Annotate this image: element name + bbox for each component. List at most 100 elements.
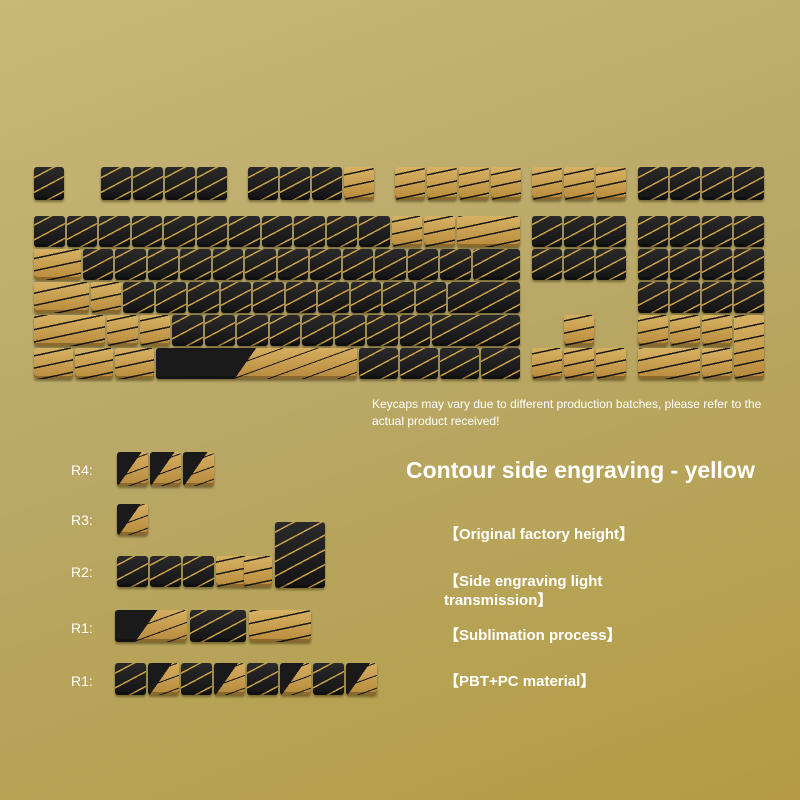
keycap xyxy=(734,282,764,313)
keycap xyxy=(155,282,187,313)
keycap xyxy=(277,249,309,280)
keycap xyxy=(670,282,700,313)
row-label-r1-a: R1: xyxy=(71,620,93,636)
keycap xyxy=(147,249,179,280)
keycap xyxy=(269,315,301,346)
keycap xyxy=(638,282,668,313)
keycap xyxy=(638,167,668,200)
keycap xyxy=(359,216,390,247)
keycap xyxy=(34,315,106,346)
keycap xyxy=(383,282,414,313)
keycap xyxy=(244,556,272,587)
keycap xyxy=(245,249,276,280)
keycap xyxy=(204,315,236,346)
keycap xyxy=(172,315,203,346)
keycap xyxy=(346,663,377,695)
row-label-r4: R4: xyxy=(71,462,93,478)
keycap xyxy=(247,663,278,695)
keycap xyxy=(229,216,260,247)
keycap xyxy=(133,167,163,200)
keycap xyxy=(395,167,425,200)
keycap xyxy=(734,216,764,247)
keycap xyxy=(248,167,278,200)
keycap xyxy=(212,249,244,280)
keycap xyxy=(165,167,195,200)
keycap xyxy=(197,167,227,200)
keycap xyxy=(275,522,325,588)
keycap xyxy=(155,348,357,379)
keycap xyxy=(216,556,247,587)
keycap xyxy=(237,315,268,346)
keycap xyxy=(638,216,668,247)
row-label-r3: R3: xyxy=(71,512,93,528)
keycap xyxy=(702,348,732,379)
keycap xyxy=(670,249,700,280)
keycap xyxy=(101,167,131,200)
keycap xyxy=(638,348,700,379)
keycap xyxy=(491,167,521,200)
keycap xyxy=(432,315,520,346)
keycap xyxy=(564,216,594,247)
keycap xyxy=(734,167,764,200)
keycap xyxy=(183,556,214,587)
keycap xyxy=(74,348,114,379)
keycap xyxy=(280,663,311,695)
keycap xyxy=(214,663,245,695)
keycap xyxy=(34,167,64,200)
keycap xyxy=(564,348,594,379)
keycap xyxy=(34,348,73,379)
keycap xyxy=(302,315,333,346)
feature-factory-height: 【Original factory height】 xyxy=(444,526,635,543)
keycap xyxy=(596,216,626,247)
row-label-r2: R2: xyxy=(71,564,93,580)
keycap xyxy=(391,216,422,247)
keycap xyxy=(350,282,382,313)
keycap xyxy=(532,216,562,247)
keycap xyxy=(123,282,154,313)
keycap xyxy=(638,315,668,346)
keycap xyxy=(285,282,317,313)
keycap xyxy=(448,282,520,313)
keycap xyxy=(734,249,764,280)
keycap xyxy=(399,348,439,379)
keycap xyxy=(564,167,594,200)
keycap xyxy=(150,452,181,486)
keycap xyxy=(313,663,344,695)
keycap xyxy=(564,315,594,346)
keycap xyxy=(702,315,732,346)
feature-light-transmission: 【Side engraving light transmission】 xyxy=(444,573,603,609)
keycap xyxy=(564,249,594,280)
keycap xyxy=(115,348,154,379)
keycap xyxy=(670,315,700,346)
keycap xyxy=(407,249,439,280)
keycap xyxy=(117,504,148,535)
keycap xyxy=(459,167,489,200)
keycap xyxy=(318,282,349,313)
keycap xyxy=(180,249,211,280)
keycap xyxy=(117,452,148,486)
keycap xyxy=(150,556,181,587)
keycap xyxy=(424,216,455,247)
keycap xyxy=(220,282,252,313)
keycap xyxy=(456,216,520,247)
keycap xyxy=(440,249,471,280)
keycap xyxy=(670,167,700,200)
keycap xyxy=(139,315,171,346)
keycap xyxy=(115,663,146,695)
keycap xyxy=(107,315,138,346)
keycap xyxy=(196,216,227,247)
keycap xyxy=(326,216,357,247)
keycap xyxy=(280,167,310,200)
keycap xyxy=(90,282,122,313)
keycap xyxy=(181,663,212,695)
keycap xyxy=(702,282,732,313)
keycap xyxy=(415,282,447,313)
keycap xyxy=(164,216,195,247)
keycap xyxy=(702,249,732,280)
keycap xyxy=(359,348,398,379)
feature-material: 【PBT+PC material】 xyxy=(444,673,596,690)
keycap xyxy=(734,315,764,379)
keycap xyxy=(596,249,626,280)
keycap xyxy=(367,315,398,346)
keycap xyxy=(334,315,366,346)
